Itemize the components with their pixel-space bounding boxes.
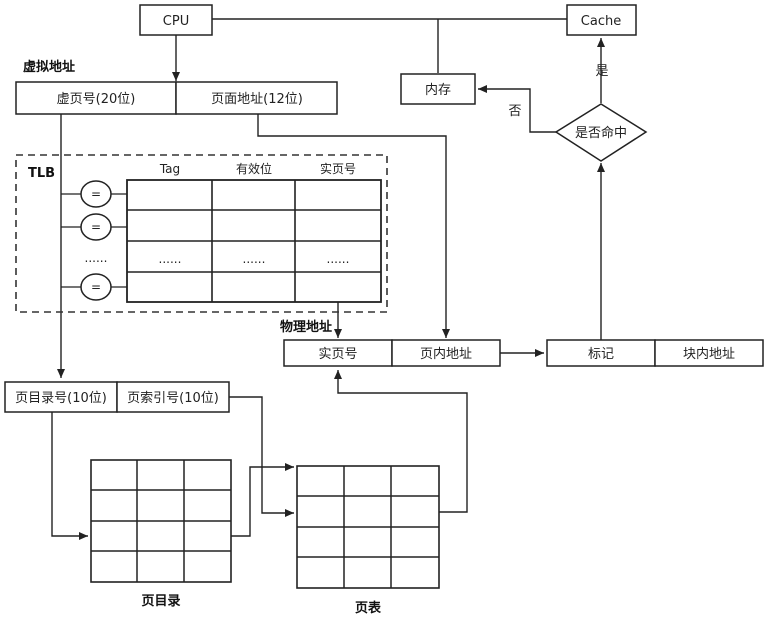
arrow-index-to-page-table [229,396,294,517]
page-table-label: 页表 [355,600,382,616]
virtual-address-register: 虚页号(20位) 页面地址(12位) [15,81,338,115]
memory-label: 内存 [425,82,451,98]
tlb-ellipsis-tag: ...... [159,252,182,266]
cache-label: Cache [581,14,621,29]
page-directory-label: 页目录 [141,594,180,609]
tlb-boundary [15,154,388,313]
cache-node: Cache [566,4,637,36]
lines-comparators-to-tlb [111,193,127,288]
real-page-number-field: 实页号 [318,347,357,362]
page-dir-number-field: 页目录号(10位) [15,391,107,406]
tlb-col-valid: 有效位 [236,161,272,176]
virtual-page-number-field: 虚页号(20位) [57,92,136,107]
arrow-page-table-to-real-page [334,370,468,513]
in-page-address-field: 页内地址 [420,346,472,362]
edge-label-yes: 是 [595,64,608,79]
page-directory-grid [90,459,232,583]
lines-vpn-to-comparators [61,193,81,288]
tlb-ellipsis-real-page: ...... [327,252,350,266]
page-number-register: 页目录号(10位) 页索引号(10位) [4,381,230,413]
tlb-ellipsis-valid: ...... [243,252,266,266]
hit-check-label: 是否命中 [575,125,627,141]
physical-address-title: 物理地址 [280,319,332,335]
tlb-title: TLB [28,166,55,181]
svg-text:=: = [91,280,101,294]
comparator: = [80,180,112,208]
page-index-number-field: 页索引号(10位) [127,391,219,406]
page-offset-field: 页面地址(12位) [211,92,303,107]
arrow-miss-to-memory [478,85,556,133]
comparator: = [80,273,112,301]
memory-node: 内存 [400,73,476,105]
connectors [51,15,605,540]
comparator-ellipsis: ...... [85,251,108,265]
arrow-offset-to-in-page-address [257,114,450,338]
edge-label-no: 否 [508,104,521,119]
block-address-field: 块内地址 [683,346,735,362]
virtual-address-title: 虚拟地址 [23,59,75,75]
tag-field: 标记 [588,347,614,362]
svg-text:=: = [91,187,101,201]
comparator: = [80,213,112,241]
page-table-grid [296,465,440,589]
physical-address-register: 实页号 页内地址 [283,339,501,367]
cache-address-register: 标记 块内地址 [546,339,764,367]
arrow-dir-number-to-directory [51,410,88,540]
tlb-col-tag: Tag [159,162,180,176]
svg-text:=: = [91,220,101,234]
cpu-node: CPU [139,4,213,36]
tlb-col-real-page: 实页号 [320,161,356,176]
cpu-label: CPU [163,14,189,29]
tlb-table: ...... ...... ...... [126,179,382,303]
hit-check-decision: 是否命中 [554,103,648,162]
arrow-directory-to-page-table [231,463,294,537]
